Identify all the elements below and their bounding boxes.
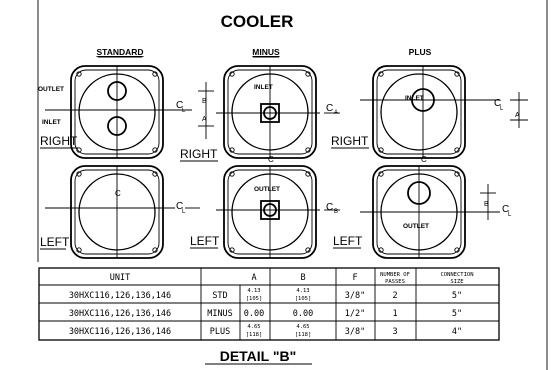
standard-right-dim-b: B	[202, 98, 207, 105]
standard-left-head	[45, 165, 200, 259]
drawing-title: COOLER	[221, 12, 294, 31]
column-label-minus: MINUS	[252, 47, 280, 57]
row-label-plus-left: LEFT	[333, 234, 363, 248]
table-header-unit: UNIT	[110, 273, 130, 283]
table-cell-a-mm: [118]	[246, 332, 263, 338]
minus-left-centerline-mark: C	[326, 202, 333, 213]
table-cell-f: 3/8"	[345, 291, 365, 301]
table-row: 30HXC116,126,136,146 PLUS 4.65 [118] 4.6…	[69, 324, 462, 338]
minus-left-outlet-label: OUTLET	[254, 186, 280, 193]
table-cell-f: 1/2"	[345, 309, 365, 319]
standard-right-dim-a: A	[202, 116, 207, 123]
plus-left-head	[360, 165, 500, 259]
table-header-b: B	[300, 273, 305, 283]
table-cell-b: 4.65	[296, 324, 309, 330]
table-cell-a: 4.13	[296, 288, 309, 294]
table-cell-b: 4.13	[247, 288, 260, 294]
table-cell-a-mm: [105]	[295, 296, 312, 302]
plus-right-head	[360, 65, 528, 159]
plus-left-centerline-sub: L	[508, 212, 512, 218]
table-cell-passes: 2	[392, 291, 397, 301]
standard-right-inlet-label: INLET	[42, 119, 61, 126]
plus-left-outlet-label: OUTLET	[403, 223, 429, 230]
table-cell-a: 4.65	[247, 324, 260, 330]
standard-left-side-centerline-sub: L	[182, 209, 186, 215]
table-cell-a: 0.00	[244, 309, 264, 319]
table-cell-size: 5"	[452, 309, 462, 319]
table-cell-type: MINUS	[207, 309, 233, 319]
table-cell-unit: 30HXC116,126,136,146	[69, 327, 171, 337]
row-label-minus-left: LEFT	[190, 234, 220, 248]
column-label-plus: PLUS	[409, 47, 432, 57]
table-cell-size: 5"	[452, 291, 462, 301]
table-cell-passes: 3	[392, 327, 397, 337]
standard-right-head	[45, 65, 214, 159]
specification-table	[38, 267, 500, 341]
table-cell-b-mm: [118]	[295, 332, 312, 338]
plus-right-dim-a: A	[515, 112, 520, 119]
table-cell-f: 3/8"	[345, 327, 365, 337]
table-header-connection-line2: SIZE	[450, 279, 463, 285]
minus-right-dim-a: A	[334, 110, 338, 116]
table-cell-size: 4"	[452, 327, 462, 337]
plus-left-dim-b: B	[484, 201, 489, 208]
table-header-f: F	[352, 273, 357, 283]
minus-left-head	[216, 165, 340, 259]
standard-right-centerline-mark: C	[176, 100, 183, 111]
plus-right-centerline-bottom: C	[421, 155, 427, 164]
minus-right-head	[216, 65, 340, 159]
plus-right-centerline-sub: L	[500, 106, 504, 112]
table-cell-b-mm: [105]	[246, 296, 263, 302]
detail-caption: DETAIL "B"	[220, 348, 297, 364]
standard-left-centerline-mark: C	[115, 189, 121, 198]
table-header-passes-line1: NUMBER OF	[380, 272, 410, 278]
standard-right-outlet-label: OUTLET	[38, 86, 64, 93]
table-cell-unit: 30HXC116,126,136,146	[69, 309, 171, 319]
row-label-standard-left: LEFT	[40, 235, 70, 249]
plus-right-centerline-mark: C	[494, 98, 501, 109]
plus-left-centerline-mark: C	[502, 204, 509, 215]
minus-right-centerline-bottom: C	[268, 155, 274, 164]
standard-right-centerline-sub: L	[182, 108, 186, 114]
table-cell-b: 0.00	[293, 309, 313, 319]
table-header-a: A	[251, 273, 256, 283]
table-row: 30HXC116,126,136,146 MINUS 0.00 0.00 1/2…	[69, 309, 462, 319]
table-cell-unit: 30HXC116,126,136,146	[69, 291, 171, 301]
table-cell-passes: 1	[392, 309, 397, 319]
row-label-plus-right: RIGHT	[331, 134, 369, 148]
row-label-minus-right: RIGHT	[180, 147, 218, 161]
table-cell-type: STD	[212, 291, 227, 301]
table-cell-type: PLUS	[210, 327, 230, 337]
table-row: 30HXC116,126,136,146 STD 4.13 [105] 4.13…	[69, 288, 462, 302]
table-header-connection-line1: CONNECTION	[440, 272, 473, 278]
table-header-passes-line2: PASSES	[385, 279, 405, 285]
row-label-standard-right: RIGHT	[40, 134, 78, 148]
minus-right-centerline-mark: C	[326, 103, 333, 114]
minus-right-inlet-label: INLET	[254, 84, 273, 91]
column-label-standard: STANDARD	[96, 47, 143, 57]
plus-right-inlet-label: INLET	[405, 95, 424, 102]
minus-left-dim-b: B	[334, 209, 338, 215]
standard-left-side-centerline-mark: C	[176, 201, 183, 212]
